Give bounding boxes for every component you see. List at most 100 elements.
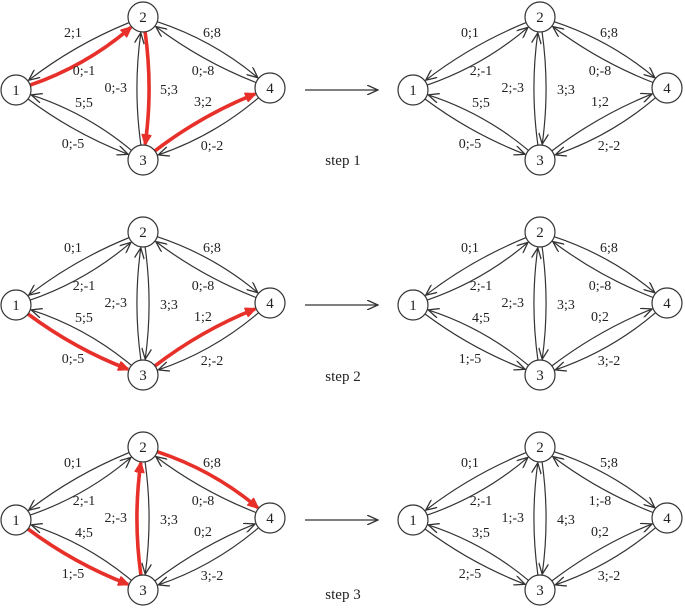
edge-label-42: 0;-8: [192, 494, 215, 509]
node-4: 4: [651, 502, 683, 534]
highlighted-edge-13: [26, 312, 128, 371]
edge-24: [157, 236, 258, 293]
node-4: 4: [254, 72, 286, 104]
highlighted-edge-13: [26, 527, 128, 586]
edge-label-42: 1;-8: [589, 494, 612, 509]
node-1: 1: [397, 504, 429, 536]
highlighted-edge-24: [156, 449, 258, 508]
node-circle: [127, 1, 159, 33]
node-circle: [651, 72, 683, 104]
node-label: 2: [139, 225, 147, 241]
edge-label-13: 4;5: [472, 311, 490, 326]
edge-label-34: 0;2: [194, 525, 212, 540]
edge-label-21: 2;-1: [470, 494, 493, 509]
edge-42: [553, 242, 654, 299]
node-4: 4: [254, 502, 286, 534]
node-2: 2: [127, 216, 159, 248]
node-circle: [0, 289, 32, 321]
node-1: 1: [397, 289, 429, 321]
node-label: 3: [536, 153, 544, 169]
edge-43: [158, 97, 259, 155]
node-label: 4: [663, 296, 671, 312]
edge-label-34: 1;2: [591, 95, 609, 110]
edge-label-43: 3;-2: [598, 354, 621, 369]
edge-label-43: 3;-2: [201, 569, 224, 584]
edge-32: [534, 463, 538, 576]
edge-42: [553, 27, 654, 84]
edge-label-21: 2;-1: [73, 279, 96, 294]
edge-label-42: 0;-8: [192, 64, 215, 79]
edge-43: [555, 312, 656, 370]
edge-24: [157, 21, 258, 78]
edge-12: [30, 457, 131, 516]
node-circle: [127, 216, 159, 248]
edge-13: [424, 98, 525, 154]
edge-label-24: 5;8: [600, 456, 618, 471]
node-circle: [0, 504, 32, 536]
node-3: 3: [524, 144, 556, 176]
node-label: 4: [266, 81, 274, 97]
edge-31: [31, 310, 132, 366]
edge-label-31: 2;-5: [459, 567, 482, 582]
node-circle: [254, 287, 286, 319]
edge-label-43: 3;-2: [598, 569, 621, 584]
node-3: 3: [127, 574, 159, 606]
edge-label-12: 0;1: [461, 456, 479, 471]
edge-34: [154, 524, 255, 582]
node-3: 3: [524, 359, 556, 391]
highlighted-edge-32: [137, 463, 141, 576]
node-4: 4: [651, 287, 683, 319]
node-label: 2: [536, 225, 544, 241]
edge-label-13: 5;5: [472, 96, 490, 111]
edge-label-24: 6;8: [203, 456, 221, 471]
node-label: 2: [536, 10, 544, 26]
edge-label-12: 0;1: [64, 241, 82, 256]
edge-label-23: 3;3: [557, 298, 575, 313]
node-circle: [524, 359, 556, 391]
node-label: 2: [139, 440, 147, 456]
edge-label-13: 4;5: [75, 526, 93, 541]
edge-label-32: 2;-3: [501, 296, 524, 311]
edge-label-13: 5;5: [75, 96, 93, 111]
node-4: 4: [254, 287, 286, 319]
edge-12: [427, 457, 528, 516]
node-label: 1: [409, 513, 417, 529]
edge-label-43: 0;-2: [201, 139, 224, 154]
edge-21: [29, 22, 130, 81]
edge-21: [29, 452, 130, 511]
edge-23: [145, 246, 149, 359]
edge-13: [27, 98, 128, 154]
node-label: 1: [409, 298, 417, 314]
edge-label-31: 0;-5: [459, 137, 482, 152]
node-label: 3: [536, 368, 544, 384]
node-label: 4: [266, 296, 274, 312]
edge-24: [554, 21, 655, 78]
node-label: 3: [139, 368, 147, 384]
edge-label-43: 2;-2: [598, 139, 621, 154]
edge-12: [30, 242, 131, 301]
edge-label-12: 2;1: [64, 26, 82, 41]
node-label: 4: [663, 511, 671, 527]
node-circle: [254, 72, 286, 104]
edge-label-24: 6;8: [203, 241, 221, 256]
edge-label-31: 1;-5: [62, 567, 85, 582]
node-label: 1: [12, 513, 20, 529]
node-label: 4: [663, 81, 671, 97]
node-circle: [0, 74, 32, 106]
edge-label-23: 3;3: [160, 298, 178, 313]
edge-label-21: 2;-1: [470, 279, 493, 294]
node-2: 2: [524, 431, 556, 463]
edge-label-32: 2;-3: [104, 511, 127, 526]
edge-13: [424, 528, 525, 584]
edge-label-34: 0;2: [591, 525, 609, 540]
node-label: 2: [139, 10, 147, 26]
edge-32: [534, 248, 538, 361]
edge-label-43: 2;-2: [201, 354, 224, 369]
node-label: 1: [12, 298, 20, 314]
node-1: 1: [397, 74, 429, 106]
